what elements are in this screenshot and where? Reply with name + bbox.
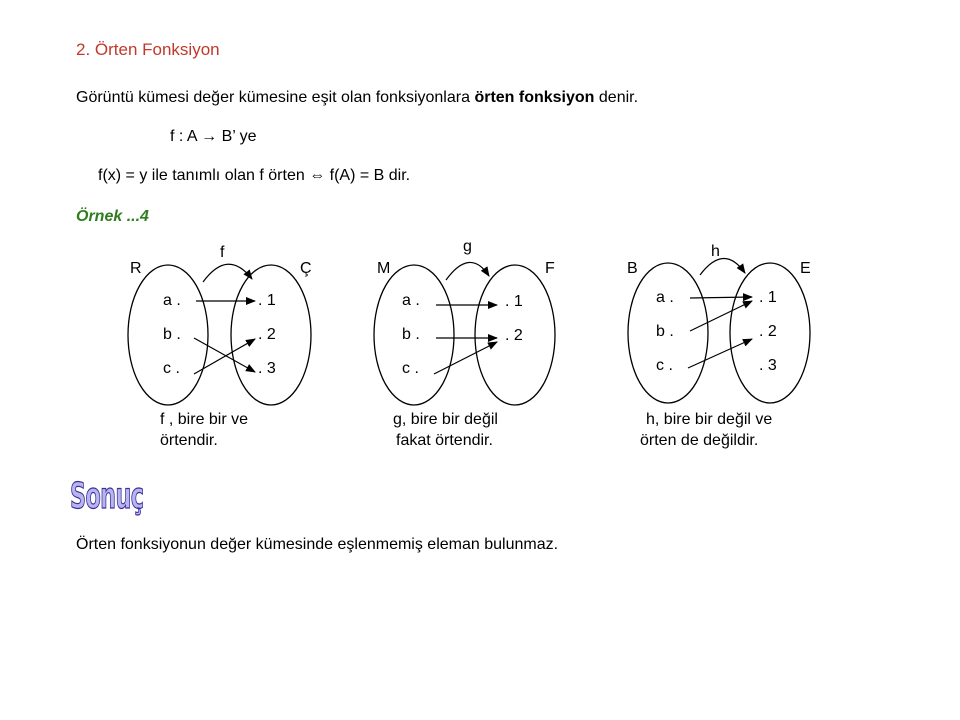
definition-suffix: denir. [594,89,639,106]
domain-element-b: b . [163,326,181,343]
example-label: Örnek ...4 [76,208,149,225]
map-b-to-3 [193,337,256,373]
domain-element-c: c . [163,360,180,377]
map-a-to-1 [689,293,753,302]
definition-bold-term: örten fonksiyon [474,89,595,106]
function-label-f: f [220,244,225,261]
set-label-m: M [377,260,391,277]
domain-element-b: b . [402,326,420,343]
codomain-element-1: . 1 [759,289,777,306]
section-title: 2. Örten Fonksiyon [76,40,220,59]
domain-element-c: c . [402,360,419,377]
domain-element-a: a . [656,289,674,306]
function-label-g: g [463,238,472,255]
codomain-element-2: . 2 [505,327,523,344]
definition-prefix: Görüntü kümesi değer kümesine eşit olan … [76,89,475,106]
condition-line: f(x) = y ile tanımlı olan f örten ⇔ f(A)… [98,167,411,184]
definition-text: Görüntü kümesi değer kümesine eşit olan … [76,89,638,107]
set-m-ellipse [373,264,455,406]
set-e-ellipse [729,262,811,404]
set-f-ellipse [474,264,556,406]
function-g-arrow [445,261,490,281]
domain-element-a: a . [402,292,420,309]
map-b-to-1 [689,300,753,332]
codomain-element-2: . 2 [759,323,777,340]
conclusion-text: Örten fonksiyonun değer kümesinde eşlenm… [76,536,559,553]
set-label-r: R [130,260,142,277]
set-c-ellipse [230,264,312,406]
set-label-c: Ç [300,260,312,277]
domain-element-a: a . [163,292,181,309]
function-f-arrow [202,263,253,283]
function-label-h: h [711,243,720,260]
caption-g-line1: g, bire bir değil [393,411,498,428]
codomain-element-2: . 2 [258,326,276,343]
conclusion-heading: Sonuç [70,475,145,517]
caption-f-line2: örtendir. [160,432,218,449]
set-b-ellipse [627,262,709,404]
domain-element-b: b . [656,323,674,340]
map-c-to-2 [193,338,256,375]
set-r-ellipse [127,264,209,406]
domain-element-c: c . [656,357,673,374]
caption-g-line2: fakat örtendir. [396,432,493,449]
map-c-to-2 [687,338,753,369]
map-c-to-2 [433,341,498,375]
caption-h-line1: h, bire bir değil ve [646,411,773,428]
codomain-element-1: . 1 [505,293,523,310]
function-h-arrow [699,257,746,276]
codomain-element-3: . 3 [258,360,276,377]
codomain-element-1: . 1 [258,292,276,309]
set-label-b: B [627,260,638,277]
caption-f-line1: f , bire bir ve [160,411,249,428]
caption-h-line2: örten de değildir. [640,432,759,449]
set-label-e: E [800,260,811,277]
codomain-element-3: . 3 [759,357,777,374]
formula-line: f : A → B’ ye [170,128,257,145]
set-label-f: F [545,260,555,277]
